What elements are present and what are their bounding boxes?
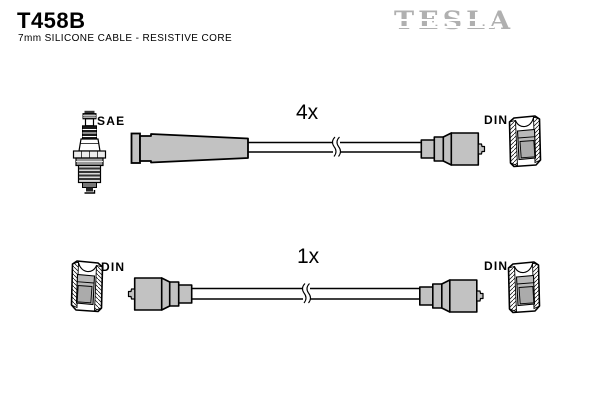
cable-terminal-icon: [127, 277, 193, 311]
straight-boot-icon: [130, 132, 249, 164]
cable-break-icon: [331, 136, 342, 157]
din-boot-cutaway-icon: [508, 115, 542, 168]
ignition-cable-1x: [192, 283, 420, 304]
sae-end-label: SAE: [97, 114, 126, 128]
bottom-quantity-label: 1x: [297, 245, 320, 268]
din-boot-cutaway-icon: [70, 260, 104, 313]
tesla-brand-logo: TESLA: [394, 7, 515, 36]
cable-break-icon: [301, 283, 312, 304]
top-quantity-label: 4x: [296, 101, 319, 124]
din-end-label-bottom-left: DIN: [101, 260, 126, 274]
cable-terminal-icon: [420, 132, 486, 166]
din-end-label-top-right: DIN: [484, 113, 509, 127]
cable-spec-subtitle: 7mm SILICONE CABLE - RESISTIVE CORE: [18, 33, 233, 44]
spark-plug-icon: [72, 110, 107, 194]
part-number: T458B: [17, 8, 86, 33]
din-boot-cutaway-icon: [507, 261, 541, 314]
cable-terminal-icon: [418, 279, 484, 313]
din-end-label-bottom-right: DIN: [484, 259, 509, 273]
ignition-cable-4x: [248, 136, 422, 157]
